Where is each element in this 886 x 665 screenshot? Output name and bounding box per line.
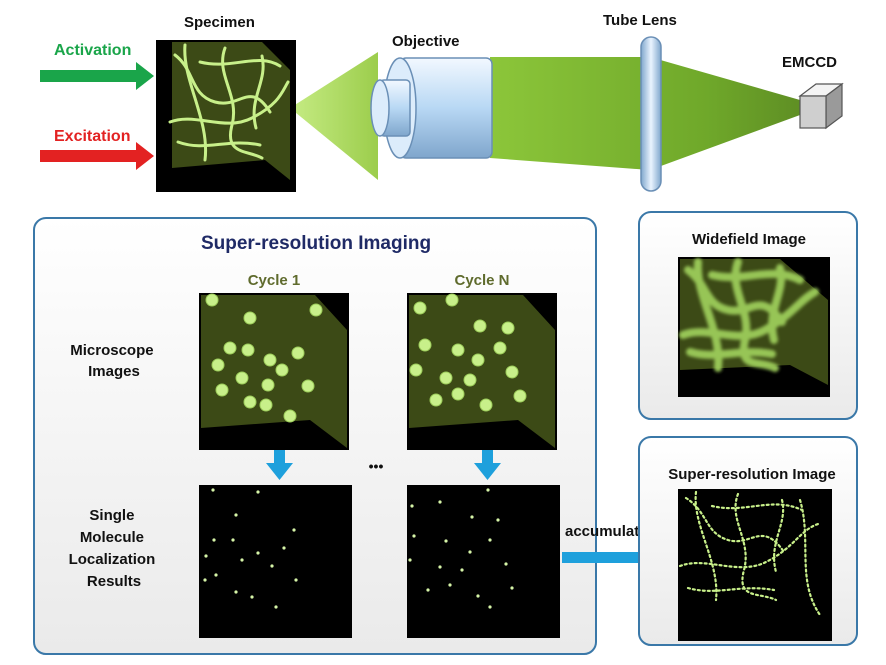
objective-lens [370, 57, 493, 159]
activation-arrow [40, 62, 154, 90]
localization-line-2: Molecule [80, 529, 144, 546]
widefield-image [678, 257, 830, 397]
excitation-arrow [40, 142, 154, 170]
localization-line-1: Single [89, 507, 134, 524]
cycle-n-label: Cycle N [454, 272, 509, 289]
super-resolution-image [678, 489, 832, 641]
excitation-label: Excitation [54, 128, 130, 145]
localization-line-4: Results [87, 573, 141, 590]
activation-label: Activation [54, 42, 131, 59]
tube-lens [640, 36, 662, 192]
localization-label: Single Molecule Localization Results [69, 507, 160, 590]
cycle-n-down-arrow [474, 450, 501, 480]
cycle-1-label: Cycle 1 [248, 272, 301, 289]
cycle-1-microscope-image [199, 293, 349, 450]
specimen-label: Specimen [184, 14, 255, 31]
cycle-1-down-arrow [266, 450, 293, 480]
cycle-1-localization-result [199, 485, 352, 638]
widefield-label: Widefield Image [692, 231, 806, 248]
illumination-cone [290, 52, 378, 180]
sr-image-label: Super-resolution Image [668, 466, 836, 483]
accumulate-label: accumulate [565, 523, 648, 540]
tube-lens-label: Tube Lens [603, 12, 677, 29]
sr-title: Super-resolution Imaging [201, 233, 431, 254]
specimen-image [156, 40, 296, 192]
objective-label: Objective [392, 33, 460, 50]
localization-line-3: Localization [69, 551, 156, 568]
microscope-images-label: Microscope Images [70, 342, 158, 380]
emccd-camera [798, 82, 844, 130]
microscope-images-line-2: Images [88, 363, 140, 380]
cycle-n-localization-result [407, 485, 560, 638]
ellipsis: ••• [369, 458, 384, 474]
microscope-images-line-1: Microscope [70, 342, 153, 359]
cycle-n-microscope-image [407, 293, 557, 450]
emccd-label: EMCCD [782, 54, 837, 71]
